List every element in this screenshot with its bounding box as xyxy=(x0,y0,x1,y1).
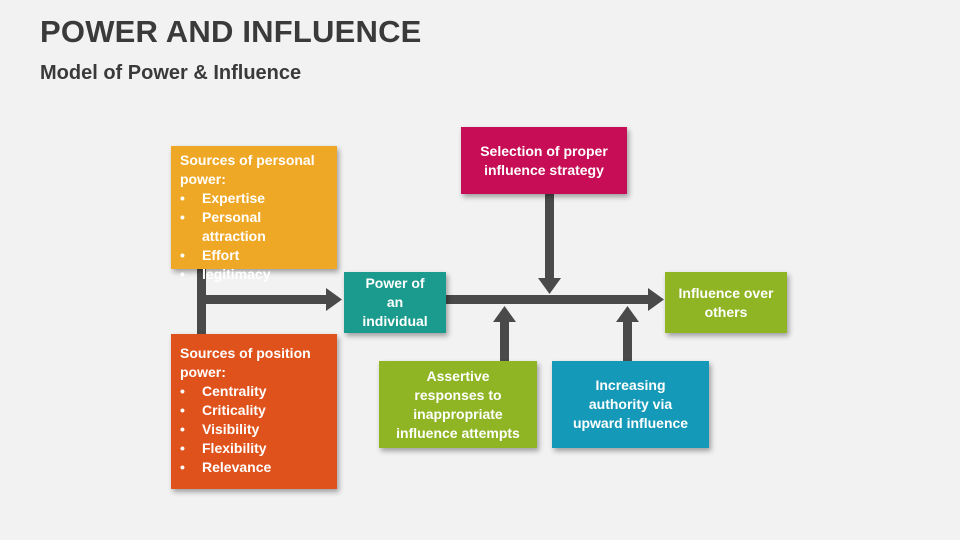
position-power-box: Sources of position power: Centrality Cr… xyxy=(171,334,337,489)
list-item: Centrality xyxy=(180,382,328,401)
arrow-from-assertive-head xyxy=(493,306,516,322)
personal-power-heading: Sources of personal power: xyxy=(180,152,315,187)
assertive-responses-label: Assertive responses to inappropriate inf… xyxy=(396,367,520,441)
selection-strategy-box: Selection of proper influence strategy xyxy=(461,127,627,194)
arrow-from-selection-head xyxy=(538,278,561,294)
page-subtitle: Model of Power & Influence xyxy=(40,62,302,84)
selection-strategy-label: Selection of proper influence strategy xyxy=(480,142,608,178)
influence-others-label: Influence over others xyxy=(678,284,774,320)
arrow-to-influence-shaft xyxy=(446,295,648,304)
arrow-from-authority-shaft xyxy=(623,322,632,362)
list-item: Visibility xyxy=(180,420,328,439)
page-title: POWER AND INFLUENCE xyxy=(40,14,422,49)
position-power-heading: Sources of position power: xyxy=(180,345,311,380)
list-item: legitimacy xyxy=(180,265,328,284)
list-item: Expertise xyxy=(180,189,328,208)
personal-power-box: Sources of personal power: Expertise Per… xyxy=(171,146,337,284)
increasing-authority-box: Increasing authority via upward influenc… xyxy=(552,361,709,448)
arrow-to-power-shaft xyxy=(197,295,326,304)
arrow-from-assertive-shaft xyxy=(500,322,509,362)
arrow-to-influence-head xyxy=(648,288,664,311)
assertive-responses-box: Assertive responses to inappropriate inf… xyxy=(379,361,537,448)
power-individual-box: Power of an individual xyxy=(344,272,446,333)
list-item: Effort xyxy=(180,246,328,265)
list-item: Relevance xyxy=(180,458,328,477)
influence-others-box: Influence over others xyxy=(665,272,787,333)
list-item: Personal attraction xyxy=(180,208,328,246)
list-item: Flexibility xyxy=(180,439,328,458)
personal-power-list: Expertise Personal attraction Effort leg… xyxy=(180,189,328,284)
arrow-from-selection-shaft xyxy=(545,194,554,278)
position-power-list: Centrality Criticality Visibility Flexib… xyxy=(180,382,328,477)
increasing-authority-label: Increasing authority via upward influenc… xyxy=(572,377,689,431)
power-individual-label: Power of an individual xyxy=(362,275,428,329)
arrow-from-authority-head xyxy=(616,306,639,322)
arrow-to-power-head xyxy=(326,288,342,311)
list-item: Criticality xyxy=(180,401,328,420)
